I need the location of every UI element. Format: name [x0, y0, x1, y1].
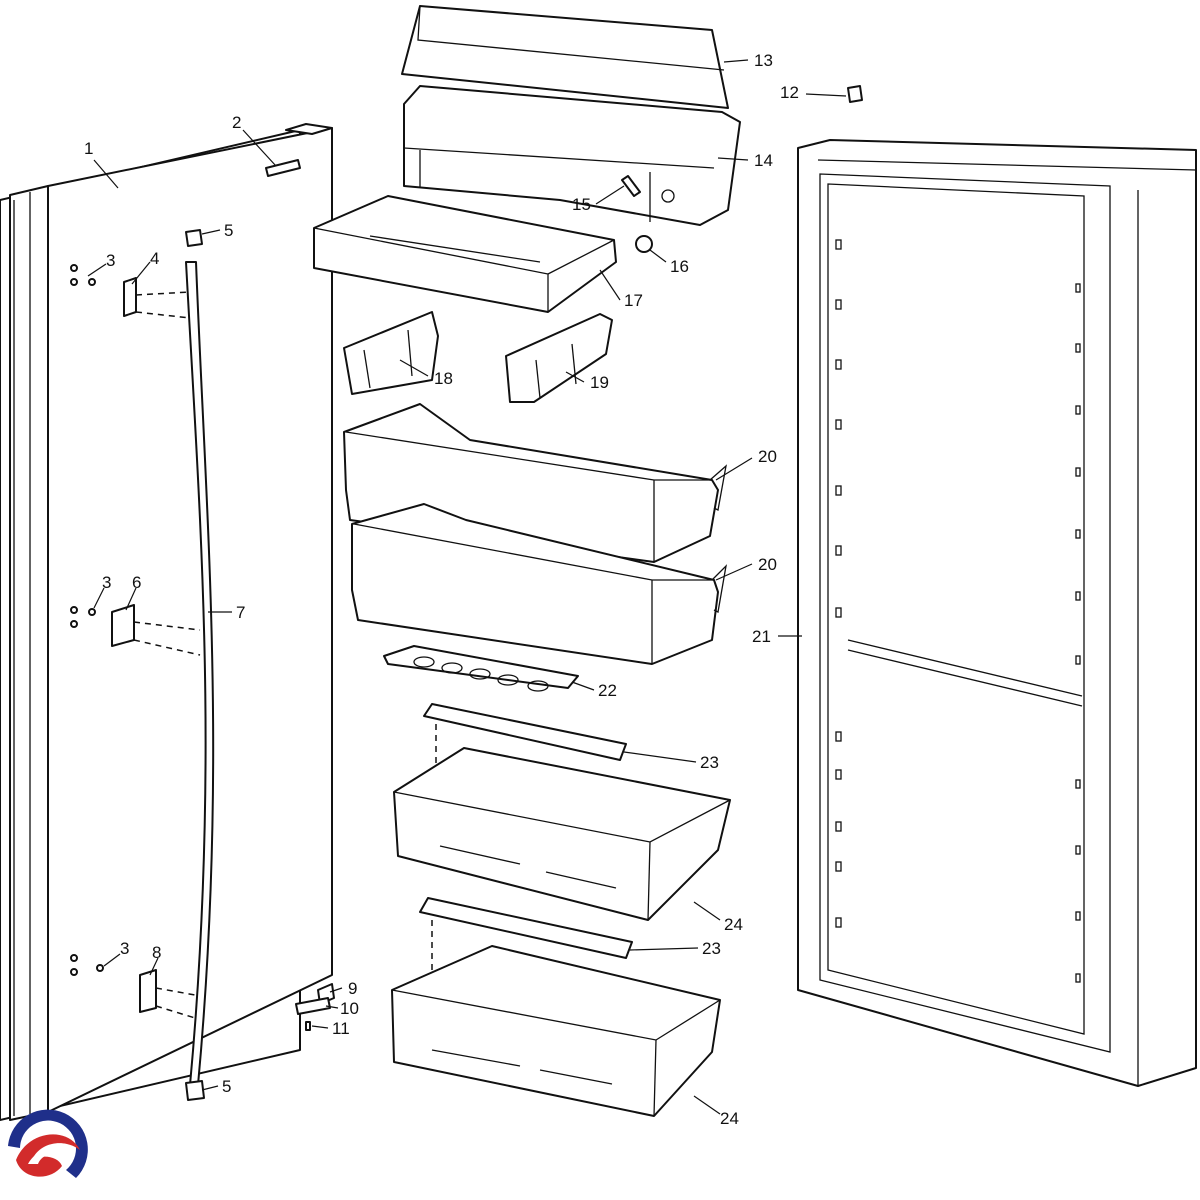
liner-slots	[835, 239, 1081, 983]
callout-10: 10	[340, 999, 359, 1018]
door-panel	[0, 123, 333, 1121]
callout-15: 15	[572, 195, 591, 214]
callout-8: 8	[152, 943, 161, 962]
gasket-end-cap-top	[185, 229, 203, 247]
callout-17: 17	[624, 291, 643, 310]
left-bracket	[343, 311, 439, 395]
door-stop-clip	[847, 85, 863, 103]
liner-slot	[835, 731, 842, 742]
control-housing	[403, 85, 741, 226]
liner-slot	[1075, 343, 1081, 353]
screw-lower	[70, 954, 104, 976]
liner-slot	[835, 861, 842, 872]
door-inner-liner	[797, 139, 1197, 1087]
callout-11: 11	[332, 1019, 350, 1038]
liner-slot	[835, 359, 842, 370]
liner-slot	[835, 419, 842, 430]
liner-slot	[835, 769, 842, 780]
liner-slot	[835, 917, 842, 928]
callout-24-upper: 24	[724, 915, 743, 934]
callout-23-lower: 23	[702, 939, 721, 958]
hinge-block-lower	[139, 969, 196, 1019]
hinge-block-upper	[123, 277, 191, 319]
liner-slot	[1075, 591, 1081, 601]
liner-slot	[1075, 529, 1081, 539]
egg-tray	[383, 645, 579, 692]
liner-slot	[1075, 467, 1081, 477]
liner-slot	[1075, 779, 1081, 789]
liner-slot	[835, 545, 842, 556]
liner-slot	[835, 485, 842, 496]
callout-19: 19	[590, 373, 609, 392]
gasket-end-cap-bottom	[185, 1080, 205, 1101]
callout-labels: 1 2 3 4 5 3 6 7 3 8 5 9 10 11 12 13 14 1…	[84, 51, 799, 1128]
callout-21: 21	[752, 627, 771, 646]
dairy-box	[313, 195, 617, 313]
callout-5-bottom: 5	[222, 1077, 231, 1096]
callout-6: 6	[132, 573, 141, 592]
callout-23-upper: 23	[700, 753, 719, 772]
swirl-logo-icon	[8, 1109, 88, 1178]
liner-slot	[1075, 655, 1081, 665]
door-bin-lower	[351, 503, 727, 665]
callout-5-top: 5	[224, 221, 233, 240]
callout-14: 14	[754, 151, 773, 170]
callout-9: 9	[348, 979, 357, 998]
callout-18: 18	[434, 369, 453, 388]
liner-slot	[835, 821, 842, 832]
callout-24-lower: 24	[720, 1109, 739, 1128]
control-knob	[635, 235, 653, 253]
callout-7: 7	[236, 603, 245, 622]
callout-13: 13	[754, 51, 773, 70]
thermostat-sensor	[621, 175, 641, 197]
callout-20-lower: 20	[758, 555, 777, 574]
door-handle-cap	[265, 159, 301, 177]
liner-slot	[835, 239, 842, 250]
callout-16: 16	[670, 257, 689, 276]
callout-1: 1	[84, 139, 93, 158]
liner-slot	[1075, 845, 1081, 855]
callout-3-lower: 3	[120, 939, 129, 958]
liner-slot	[1075, 283, 1081, 293]
liner-slot	[1075, 911, 1081, 921]
callout-4: 4	[150, 249, 159, 268]
callout-20-upper: 20	[758, 447, 777, 466]
door-bin-large-upper	[393, 747, 731, 921]
screw-middle	[70, 606, 96, 628]
callout-3-middle: 3	[102, 573, 111, 592]
door-bin-large-lower	[391, 945, 721, 1117]
screw-upper	[70, 264, 96, 286]
liner-slot	[1075, 973, 1081, 983]
callout-12: 12	[780, 83, 799, 102]
bottom-hinge-parts	[295, 983, 335, 1031]
liner-slot	[1075, 405, 1081, 415]
liner-slot	[835, 607, 842, 618]
leader-lines	[87, 59, 847, 1115]
callout-22: 22	[598, 681, 617, 700]
callout-2: 2	[232, 113, 241, 132]
callout-3-upper: 3	[106, 251, 115, 270]
liner-slot	[835, 299, 842, 310]
